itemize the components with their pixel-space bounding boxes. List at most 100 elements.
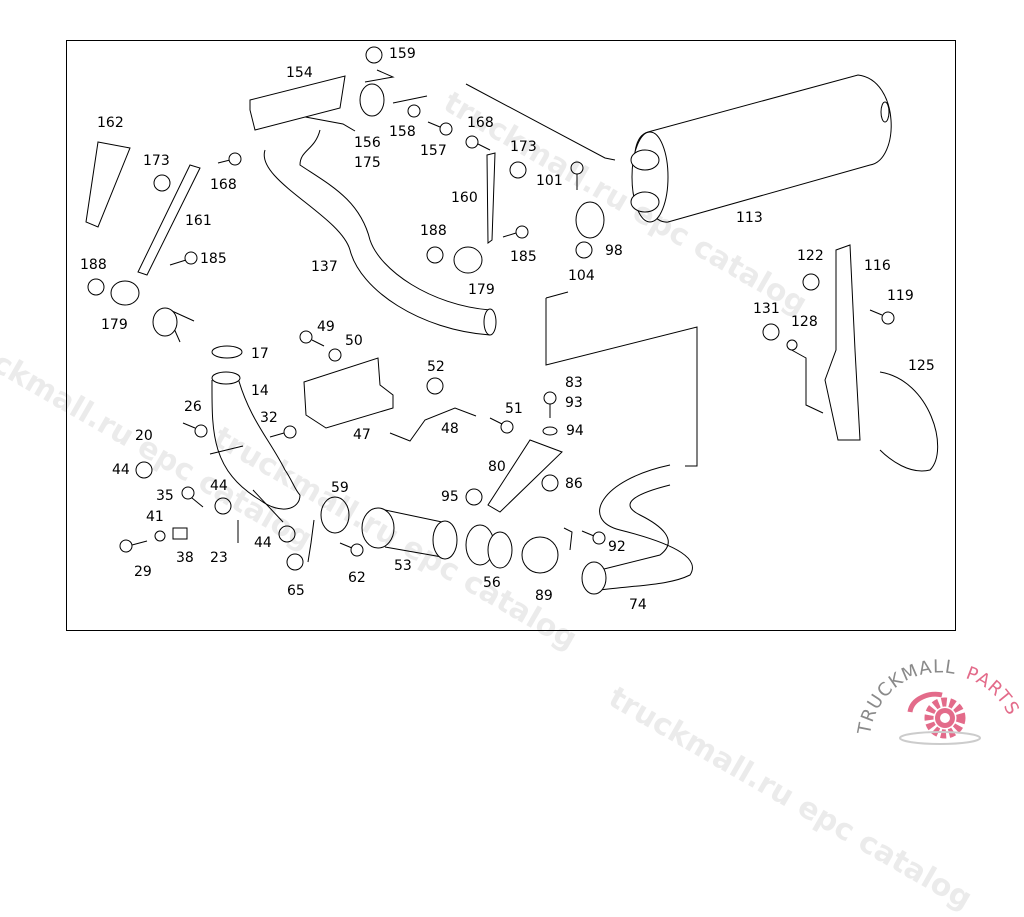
s-pipe-74[interactable]	[599, 464, 693, 591]
part-label[interactable]: 156	[354, 135, 381, 151]
nut-159[interactable]	[365, 46, 383, 64]
part-label[interactable]: 62	[348, 570, 366, 586]
part-label[interactable]: 53	[394, 558, 412, 574]
exhaust-pipe-137[interactable]	[263, 129, 491, 336]
washer-158[interactable]	[407, 104, 421, 118]
nut-65[interactable]	[286, 553, 304, 571]
part-label[interactable]: 137	[311, 259, 338, 275]
clamp-98[interactable]	[575, 201, 605, 239]
part-label[interactable]: 38	[176, 550, 194, 566]
part-label[interactable]: 80	[488, 459, 506, 475]
strap-125[interactable]	[879, 371, 939, 472]
clamp-156[interactable]	[359, 83, 385, 117]
part-label[interactable]: 179	[101, 317, 128, 333]
part-label[interactable]: 20	[135, 428, 153, 444]
part-label[interactable]: 128	[791, 314, 818, 330]
heat-shield-154[interactable]	[249, 75, 346, 131]
part-label[interactable]: 173	[510, 139, 537, 155]
washer-50[interactable]	[328, 348, 342, 362]
nut-44c[interactable]	[278, 525, 296, 543]
nut-95[interactable]	[465, 488, 483, 506]
part-label[interactable]: 48	[441, 421, 459, 437]
bolt-49[interactable]	[299, 330, 325, 347]
washer-128[interactable]	[786, 339, 798, 351]
bolt-62[interactable]	[339, 542, 364, 557]
bolt-119[interactable]	[869, 309, 895, 325]
heat-shield-47[interactable]	[303, 357, 394, 429]
bracket-80[interactable]	[487, 439, 563, 513]
bolt-157[interactable]	[427, 121, 453, 136]
part-label[interactable]: 158	[389, 124, 416, 140]
bolt-26[interactable]	[182, 422, 208, 438]
part-label[interactable]: 104	[568, 268, 595, 284]
clamp-59[interactable]	[320, 496, 350, 534]
part-label[interactable]: 47	[353, 427, 371, 443]
part-label[interactable]: 116	[864, 258, 891, 274]
seal-ring-17[interactable]	[211, 345, 243, 359]
nut-86[interactable]	[541, 474, 559, 492]
nut-52[interactable]	[426, 377, 444, 395]
part-label[interactable]: 65	[287, 583, 305, 599]
part-label[interactable]: 179	[468, 282, 495, 298]
bolt-185a[interactable]	[169, 251, 198, 266]
part-label[interactable]: 122	[797, 248, 824, 264]
sleeve-179[interactable]	[152, 307, 178, 337]
muffler-113[interactable]	[630, 74, 892, 223]
part-label[interactable]: 161	[185, 213, 212, 229]
part-label[interactable]: 41	[146, 509, 164, 525]
bracket-116[interactable]	[824, 244, 861, 441]
strap-161[interactable]	[137, 164, 201, 276]
nut-122[interactable]	[802, 273, 820, 291]
part-label[interactable]: 44	[210, 478, 228, 494]
part-label[interactable]: 168	[467, 115, 494, 131]
part-label[interactable]: 14	[251, 383, 269, 399]
clamp-179b[interactable]	[453, 246, 483, 274]
nut-131[interactable]	[762, 323, 780, 341]
bolt-32[interactable]	[269, 425, 297, 439]
bolt-168b[interactable]	[465, 135, 491, 151]
part-label[interactable]: 185	[510, 249, 537, 265]
part-label[interactable]: 56	[483, 575, 501, 591]
bolt-35[interactable]	[181, 486, 204, 508]
bolt-101[interactable]	[570, 161, 584, 190]
part-label[interactable]: 175	[354, 155, 381, 171]
elbow-pipe-14[interactable]	[211, 377, 301, 510]
part-label[interactable]: 83	[565, 375, 583, 391]
part-label[interactable]: 94	[566, 423, 584, 439]
nut-188b[interactable]	[426, 246, 444, 264]
nut-44a[interactable]	[135, 461, 153, 479]
washer-94[interactable]	[542, 426, 558, 436]
bracket-48[interactable]	[389, 407, 477, 442]
bracket-162[interactable]	[85, 141, 131, 228]
bracket-160[interactable]	[486, 152, 496, 244]
part-label[interactable]: 92	[608, 539, 626, 555]
washer-41[interactable]	[154, 530, 166, 542]
part-label[interactable]: 173	[143, 153, 170, 169]
bolt-168a[interactable]	[217, 152, 242, 166]
part-label[interactable]: 93	[565, 395, 583, 411]
spacer-38[interactable]	[172, 527, 188, 540]
nut-173a[interactable]	[153, 174, 171, 192]
clamp-179a[interactable]	[110, 280, 140, 306]
part-label[interactable]: 59	[331, 480, 349, 496]
part-label[interactable]: 162	[97, 115, 124, 131]
part-label[interactable]: 101	[536, 173, 563, 189]
part-label[interactable]: 52	[427, 359, 445, 375]
bolt-51[interactable]	[489, 417, 514, 434]
nut-104[interactable]	[575, 241, 593, 259]
bolt-92[interactable]	[581, 530, 606, 545]
part-label[interactable]: 185	[200, 251, 227, 267]
part-label[interactable]: 188	[80, 257, 107, 273]
part-label[interactable]: 113	[736, 210, 763, 226]
part-label[interactable]: 188	[420, 223, 447, 239]
part-label[interactable]: 35	[156, 488, 174, 504]
part-label[interactable]: 23	[210, 550, 228, 566]
nut-173b[interactable]	[509, 161, 527, 179]
clamp-89[interactable]	[521, 536, 559, 574]
part-label[interactable]: 159	[389, 46, 416, 62]
sleeve-56[interactable]	[465, 524, 513, 569]
nut-44b[interactable]	[214, 497, 232, 515]
part-label[interactable]: 157	[420, 143, 447, 159]
part-label[interactable]: 44	[254, 535, 272, 551]
part-label[interactable]: 49	[317, 319, 335, 335]
